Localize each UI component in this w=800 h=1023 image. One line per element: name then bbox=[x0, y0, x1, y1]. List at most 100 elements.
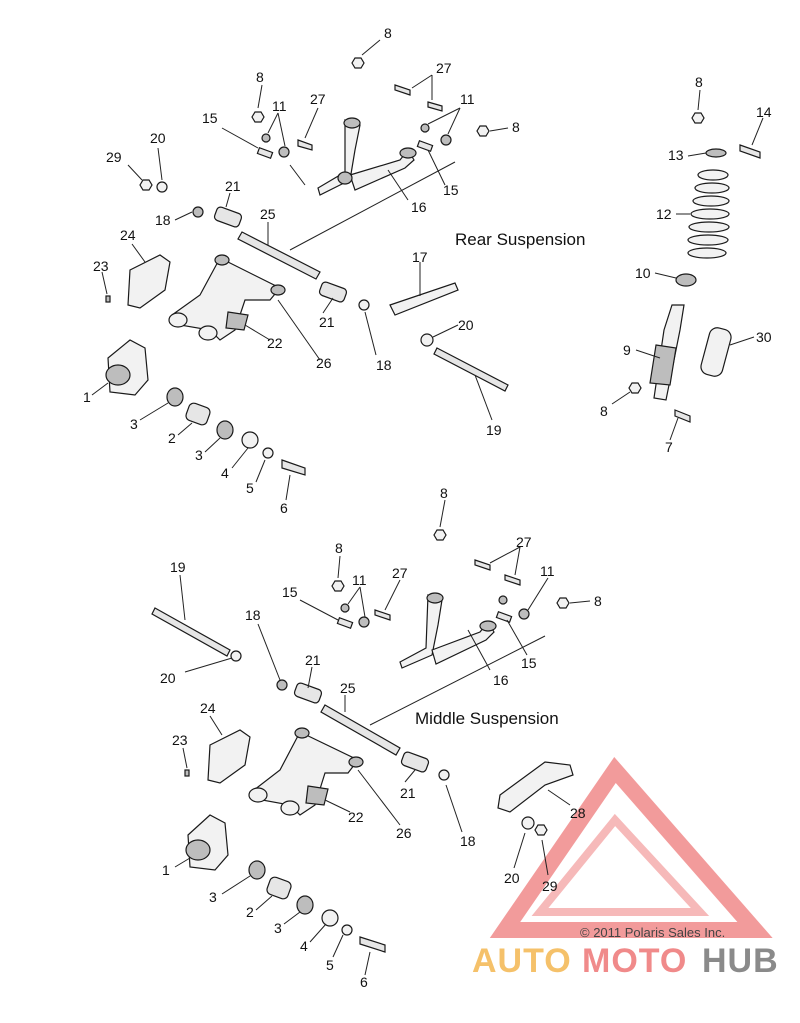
spring-seat-10 bbox=[675, 273, 697, 287]
callout-shock-7: 7 bbox=[665, 439, 673, 455]
callout-rear-17: 17 bbox=[412, 249, 428, 265]
callout-mid-2: 2 bbox=[246, 904, 254, 920]
callout-shock-30: 30 bbox=[756, 329, 772, 345]
watermark-logo: © 2011 Polaris Sales Inc. AUTO MOTO HUB bbox=[472, 756, 779, 980]
callout-mid-21a: 21 bbox=[305, 652, 321, 668]
callout-mid-15b: 15 bbox=[521, 655, 537, 671]
callout-mid-27b: 27 bbox=[392, 565, 408, 581]
callout-mid-5: 5 bbox=[326, 957, 334, 973]
callout-mid-8a: 8 bbox=[440, 485, 448, 501]
callout-mid-24: 24 bbox=[200, 700, 216, 716]
callout-rear-23: 23 bbox=[93, 258, 109, 274]
rear-suspension-group: Rear Suspension bbox=[105, 57, 585, 476]
callout-rear-20a: 20 bbox=[150, 130, 166, 146]
callout-mid-11a: 11 bbox=[352, 572, 367, 588]
callout-rear-4: 4 bbox=[221, 465, 229, 481]
callout-rear-8a: 8 bbox=[384, 25, 392, 41]
callout-mid-20a: 20 bbox=[160, 670, 176, 686]
callout-shock-12: 12 bbox=[656, 206, 672, 222]
callout-mid-21b: 21 bbox=[400, 785, 416, 801]
callout-mid-18a: 18 bbox=[245, 607, 261, 623]
callout-rear-8c: 8 bbox=[512, 119, 520, 135]
callout-rear-27b: 27 bbox=[310, 91, 326, 107]
middle-suspension-title: Middle Suspension bbox=[415, 709, 559, 728]
guide-middle-24 bbox=[207, 729, 251, 784]
callout-rear-5: 5 bbox=[246, 480, 254, 496]
callout-rear-15b: 15 bbox=[443, 182, 459, 198]
callout-mid-15a: 15 bbox=[282, 584, 298, 600]
callout-rear-3a: 3 bbox=[130, 416, 138, 432]
callout-mid-22: 22 bbox=[348, 809, 364, 825]
callout-mid-6: 6 bbox=[360, 974, 368, 990]
spring-12 bbox=[687, 169, 730, 259]
logo-triangle-outer bbox=[489, 756, 773, 938]
spring-retainer-13 bbox=[705, 148, 727, 158]
upper-arm-rear-link bbox=[349, 148, 415, 191]
callout-shock-8a: 8 bbox=[695, 74, 703, 90]
callout-mid-28: 28 bbox=[570, 805, 586, 821]
callout-rear-20b: 20 bbox=[458, 317, 474, 333]
callout-rear-15a: 15 bbox=[202, 110, 218, 126]
callout-rear-19: 19 bbox=[486, 422, 502, 438]
shaft-middle-25 bbox=[320, 704, 401, 756]
callout-mid-29: 29 bbox=[542, 878, 558, 894]
callout-mid-1: 1 bbox=[162, 862, 170, 878]
brand-moto: MOTO bbox=[582, 942, 687, 980]
guide-rear-24 bbox=[127, 254, 171, 309]
callout-numbers: 8 27 8 27 11 11 8 15 20 29 18 21 25 16 1… bbox=[83, 25, 772, 990]
callout-rear-29: 29 bbox=[106, 149, 122, 165]
callout-mid-11b: 11 bbox=[540, 563, 555, 579]
lower-arm-middle bbox=[253, 731, 359, 816]
callout-rear-24: 24 bbox=[120, 227, 136, 243]
callout-rear-1: 1 bbox=[83, 389, 91, 405]
callout-rear-3b: 3 bbox=[195, 447, 203, 463]
callout-mid-26: 26 bbox=[396, 825, 412, 841]
callout-mid-16: 16 bbox=[493, 672, 509, 688]
callout-mid-8c: 8 bbox=[594, 593, 602, 609]
bracket-rear-17 bbox=[389, 282, 459, 316]
callout-rear-22: 22 bbox=[267, 335, 283, 351]
callout-mid-18b: 18 bbox=[460, 833, 476, 849]
callout-mid-4: 4 bbox=[300, 938, 308, 954]
callout-shock-13: 13 bbox=[668, 147, 684, 163]
callout-rear-2: 2 bbox=[168, 430, 176, 446]
rear-suspension-title: Rear Suspension bbox=[455, 230, 585, 249]
bolt-rear-19 bbox=[433, 347, 509, 392]
callout-shock-14: 14 bbox=[756, 104, 772, 120]
nut-rear-8a bbox=[351, 57, 365, 69]
callout-rear-16: 16 bbox=[411, 199, 427, 215]
callout-rear-26: 26 bbox=[316, 355, 332, 371]
callout-shock-10: 10 bbox=[635, 265, 651, 281]
shock-group bbox=[628, 112, 761, 423]
callout-rear-8b: 8 bbox=[256, 69, 264, 85]
callout-rear-11a: 11 bbox=[272, 98, 287, 114]
callout-rear-21b: 21 bbox=[319, 314, 335, 330]
callout-shock-8b: 8 bbox=[600, 403, 608, 419]
callout-mid-27a: 27 bbox=[516, 534, 532, 550]
callout-mid-23: 23 bbox=[172, 732, 188, 748]
plate-middle-28 bbox=[497, 761, 574, 813]
callout-rear-21a: 21 bbox=[225, 178, 241, 194]
callout-mid-8b: 8 bbox=[335, 540, 343, 556]
callout-mid-25: 25 bbox=[340, 680, 356, 696]
callout-rear-25: 25 bbox=[260, 206, 276, 222]
bumper-30 bbox=[700, 327, 732, 377]
callout-rear-11b: 11 bbox=[460, 91, 475, 107]
callout-mid-3b: 3 bbox=[274, 920, 282, 936]
leader-lines bbox=[91, 39, 764, 976]
callout-rear-18a: 18 bbox=[155, 212, 171, 228]
lower-arm-rear bbox=[171, 257, 281, 341]
logo-triangle-inner bbox=[531, 813, 710, 916]
callout-mid-3a: 3 bbox=[209, 889, 217, 905]
callout-mid-19: 19 bbox=[170, 559, 186, 575]
middle-suspension-group: Middle Suspension bbox=[151, 529, 574, 953]
copyright-text: © 2011 Polaris Sales Inc. bbox=[580, 925, 725, 940]
bolt-middle-19 bbox=[151, 607, 231, 657]
callout-mid-20b: 20 bbox=[504, 870, 520, 886]
brand-hub: HUB bbox=[702, 942, 779, 980]
shaft-rear-25 bbox=[237, 231, 321, 280]
callout-rear-27a: 27 bbox=[436, 60, 452, 76]
callout-rear-18b: 18 bbox=[376, 357, 392, 373]
callout-shock-9: 9 bbox=[623, 342, 631, 358]
